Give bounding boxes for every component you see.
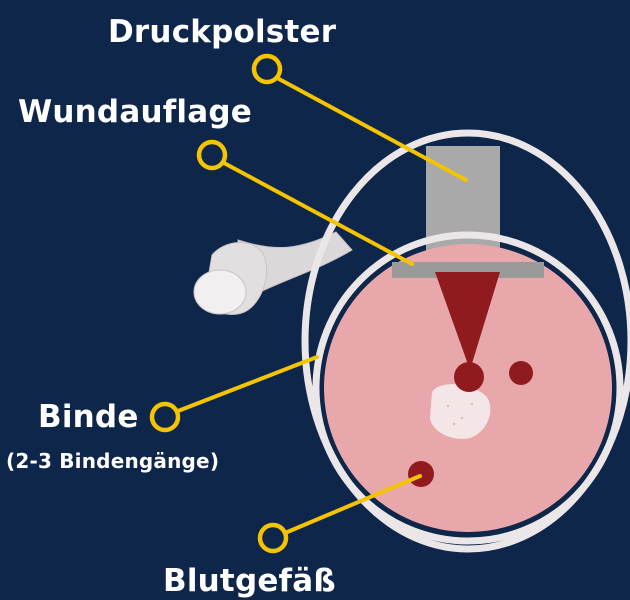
bandage-roll-end [194, 270, 246, 314]
label-wundauflage: Wundauflage [18, 94, 252, 130]
blood-vessel-lower [408, 461, 434, 487]
callout-marker-druckpolster [254, 56, 280, 82]
callout-marker-blutgefaess [260, 525, 286, 551]
wound-speckle [461, 417, 463, 419]
wound-speckle [453, 423, 455, 425]
label-binde-subtitle: (2-3 Bindengänge) [6, 449, 219, 473]
callout-marker-binde [152, 404, 178, 430]
callout-marker-wundauflage [199, 142, 225, 168]
blood-vessel-right [509, 361, 533, 385]
label-druckpolster: Druckpolster [108, 14, 336, 50]
blood-vessel-main [454, 362, 484, 392]
wound-speckle [447, 405, 449, 407]
callout-line-binde [178, 357, 317, 411]
callout-line-druckpolster [279, 79, 466, 180]
label-binde: Binde [38, 399, 139, 435]
label-blutgefaess: Blutgefäß [163, 563, 336, 599]
wound-speckle [471, 403, 473, 405]
